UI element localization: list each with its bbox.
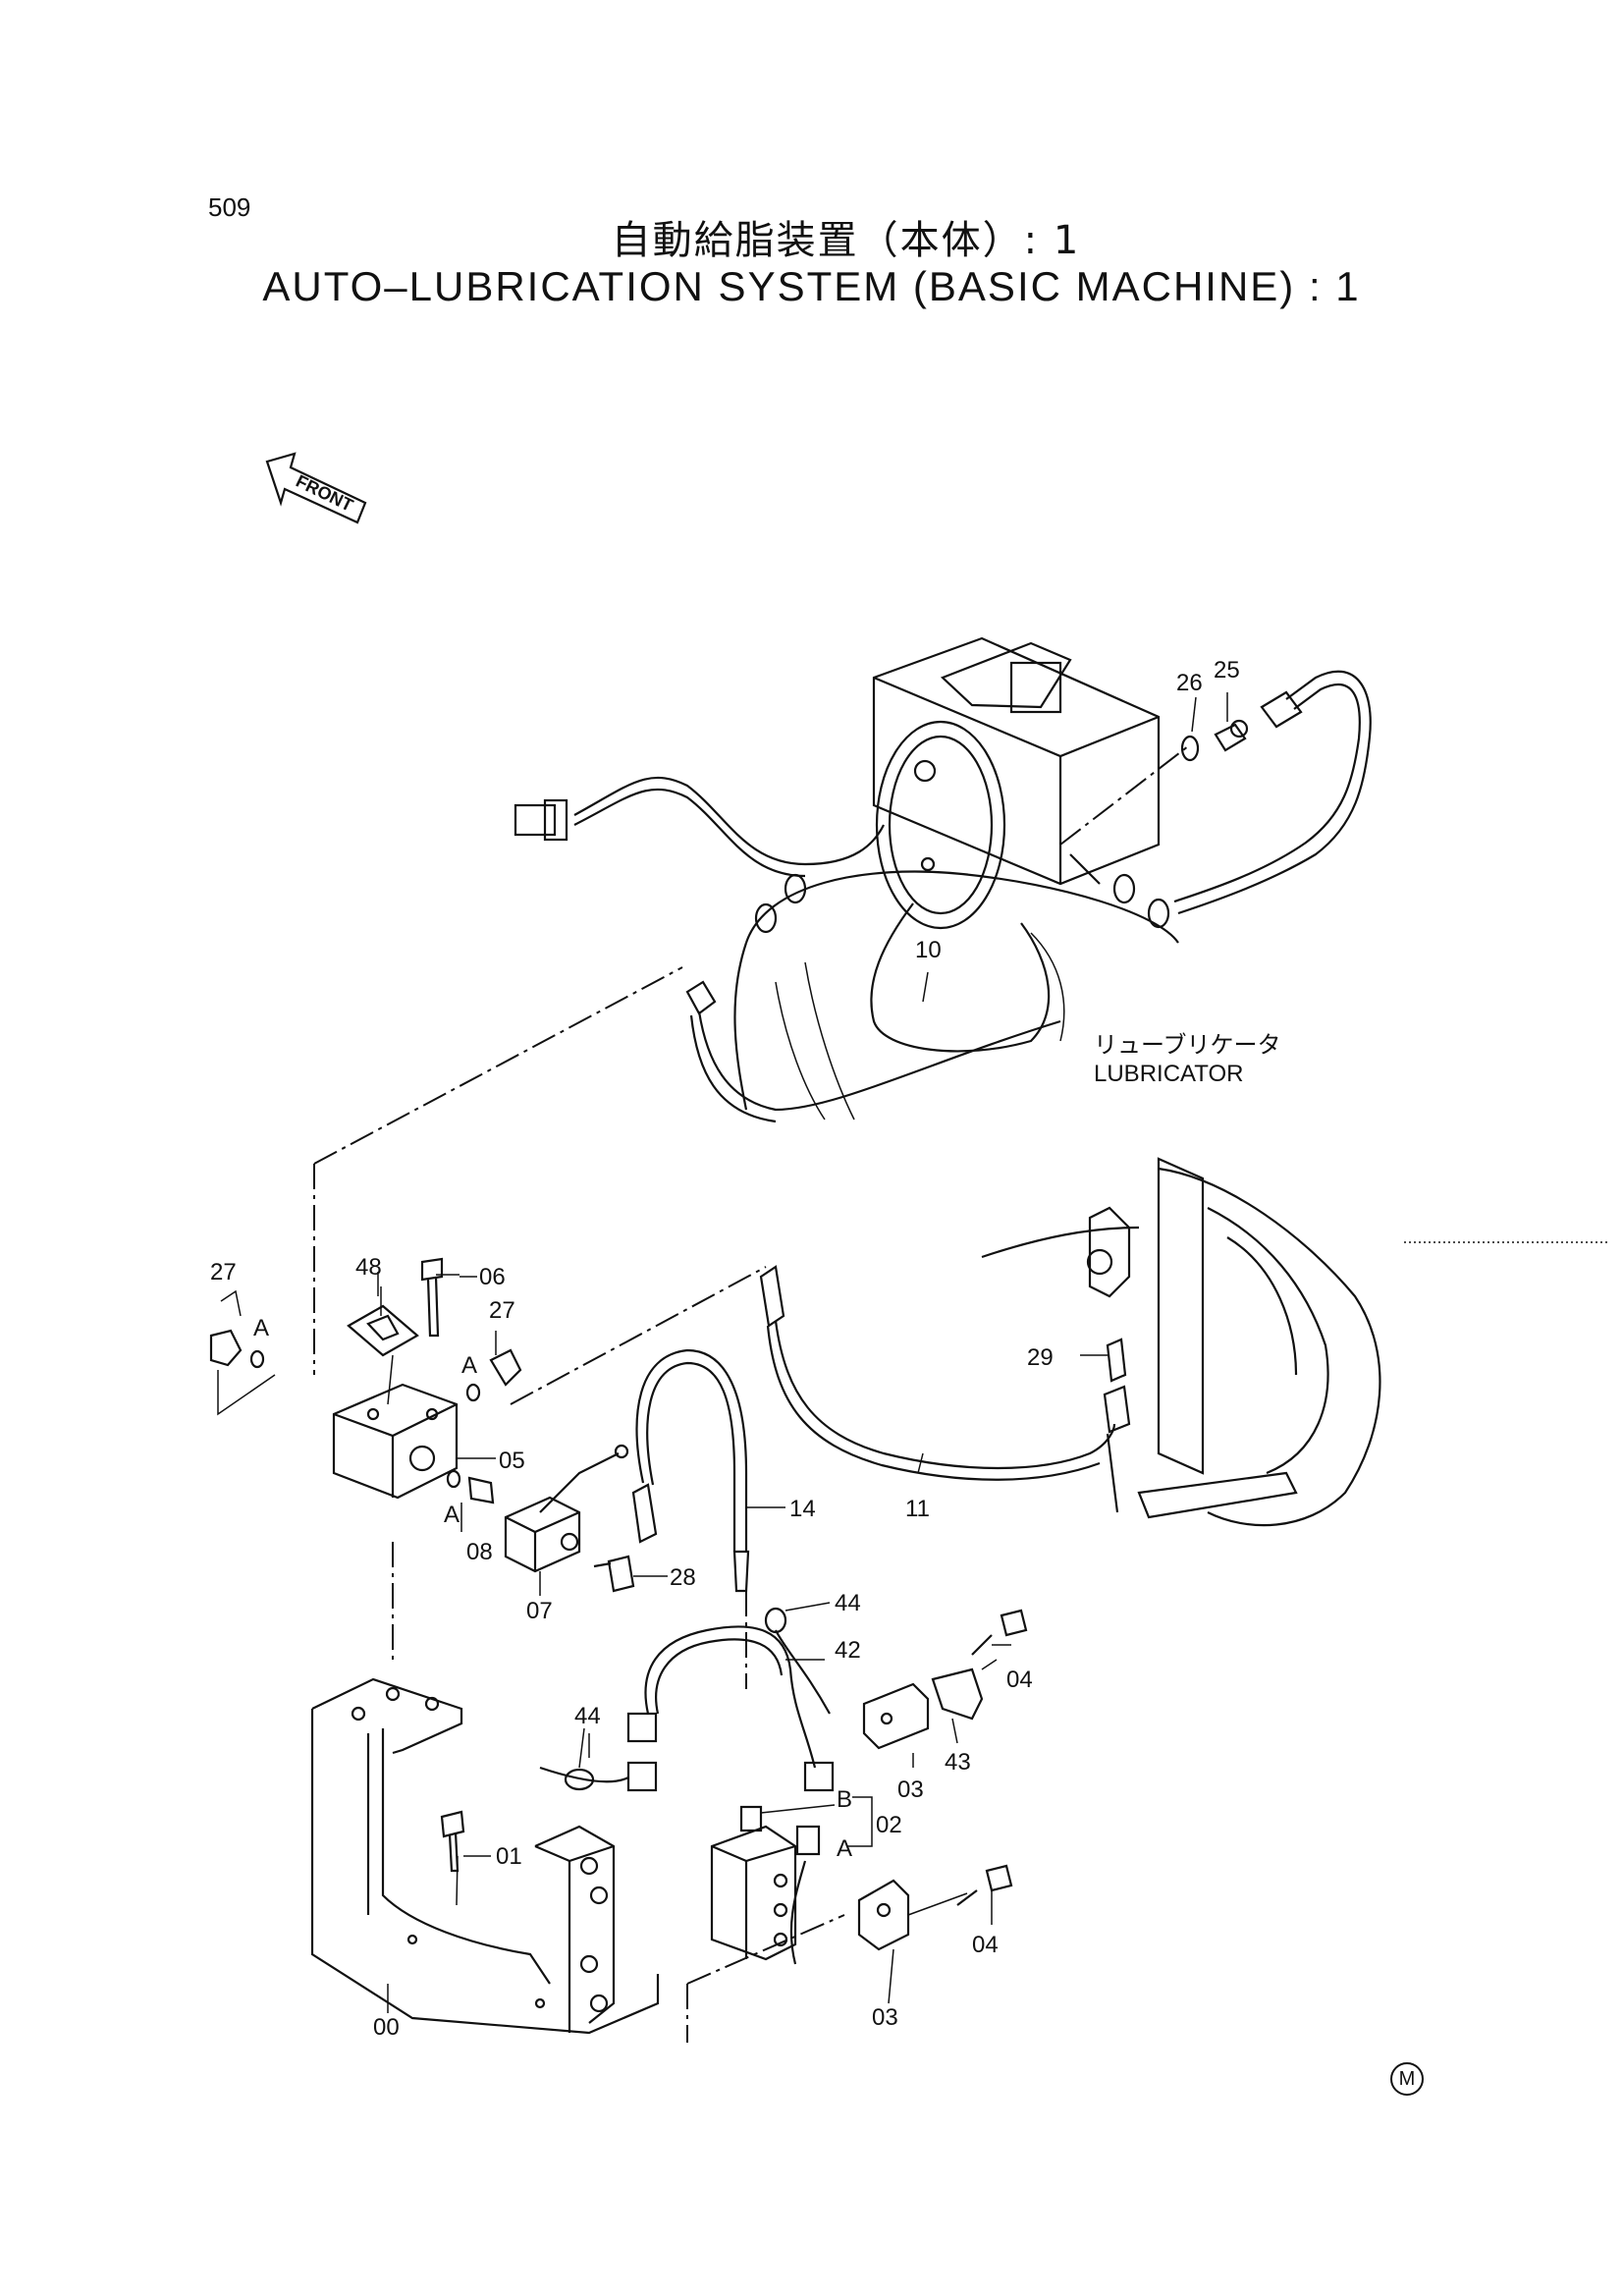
callout-25: 25 bbox=[1214, 657, 1240, 683]
bracket-03-lower bbox=[857, 1879, 968, 1951]
bracket-43 bbox=[931, 1659, 998, 1721]
lubricator-base bbox=[733, 870, 1179, 1121]
part-06-bolt bbox=[420, 1257, 460, 1338]
callout-06: 06 bbox=[479, 1264, 506, 1290]
callout-29: 29 bbox=[1027, 1344, 1054, 1371]
ref-a-1: A bbox=[253, 1315, 269, 1341]
callout-03-lower: 03 bbox=[872, 2004, 898, 2031]
right-frame bbox=[981, 1157, 1610, 1527]
page-title-english: AUTO–LUBRICATION SYSTEM (BASIC MACHINE) … bbox=[262, 263, 1361, 309]
front-arrow-icon: FRONT bbox=[265, 452, 367, 524]
callout-07: 07 bbox=[526, 1598, 553, 1624]
harness-42 bbox=[626, 1625, 835, 1792]
ref-b: B bbox=[837, 1786, 852, 1813]
callout-02: 02 bbox=[876, 1812, 902, 1838]
part-48-plate bbox=[347, 1272, 419, 1405]
lubricator-label-en: LUBRICATOR bbox=[1094, 1061, 1243, 1087]
callout-42: 42 bbox=[835, 1637, 861, 1664]
part-08-fitting bbox=[446, 1469, 495, 1504]
elbow-28 bbox=[593, 1555, 635, 1593]
manufacturer-mark: M bbox=[1390, 2062, 1424, 2096]
callout-04-upper: 04 bbox=[1006, 1667, 1033, 1693]
pump-harness bbox=[514, 776, 885, 878]
callout-44-upper: 44 bbox=[835, 1590, 861, 1616]
bolt-04-upper bbox=[971, 1609, 1028, 1656]
front-label: FRONT bbox=[293, 471, 355, 516]
bolt-01 bbox=[440, 1810, 465, 1906]
ref-a-2: A bbox=[461, 1352, 477, 1379]
hose-11 bbox=[759, 1265, 1116, 1481]
callout-26: 26 bbox=[1176, 670, 1203, 696]
part-29 bbox=[1103, 1338, 1131, 1513]
clamp-44-lower bbox=[539, 1727, 629, 1791]
clamp-44-upper bbox=[764, 1602, 831, 1634]
lubricator-label-jp: リューブリケータ bbox=[1094, 1032, 1281, 1059]
lubricator-pump bbox=[872, 636, 1189, 930]
bracket-03-upper bbox=[862, 1682, 930, 1750]
callout-28: 28 bbox=[670, 1564, 696, 1591]
callout-03-upper: 03 bbox=[897, 1777, 924, 1803]
block-05 bbox=[332, 1383, 459, 1500]
part-27-left-fitting bbox=[209, 1289, 276, 1416]
callout-14: 14 bbox=[789, 1496, 816, 1522]
hose-14 bbox=[631, 1348, 750, 1593]
bracket-00 bbox=[310, 1677, 660, 2035]
page-title-japanese: 自動給脂装置（本体）: 1 bbox=[611, 218, 1081, 263]
part-27-right-fitting bbox=[465, 1331, 522, 1402]
valve-07 bbox=[504, 1444, 629, 1573]
callout-00: 00 bbox=[373, 2014, 400, 2041]
callout-04-lower: 04 bbox=[972, 1932, 999, 1958]
callout-43: 43 bbox=[945, 1749, 971, 1776]
part-25-26-fittings bbox=[1173, 670, 1372, 915]
distributor-02 bbox=[710, 1804, 836, 1965]
ref-a-3: A bbox=[444, 1502, 460, 1528]
callout-11: 11 bbox=[905, 1496, 930, 1522]
callout-48: 48 bbox=[355, 1254, 382, 1281]
callout-08: 08 bbox=[466, 1539, 493, 1565]
callout-01: 01 bbox=[496, 1843, 522, 1870]
callout-05: 05 bbox=[499, 1448, 525, 1474]
callout-10: 10 bbox=[915, 937, 942, 963]
page-number: 509 bbox=[208, 192, 251, 222]
callout-27-right: 27 bbox=[489, 1297, 515, 1324]
callout-27-left: 27 bbox=[210, 1259, 237, 1285]
bolt-04-lower bbox=[956, 1864, 1013, 1906]
callout-44-lower: 44 bbox=[574, 1703, 601, 1729]
connection-lines bbox=[313, 966, 845, 2043]
leader-lines bbox=[380, 692, 1228, 2013]
ref-a-4: A bbox=[837, 1835, 852, 1862]
hose-10 bbox=[685, 980, 1061, 1123]
